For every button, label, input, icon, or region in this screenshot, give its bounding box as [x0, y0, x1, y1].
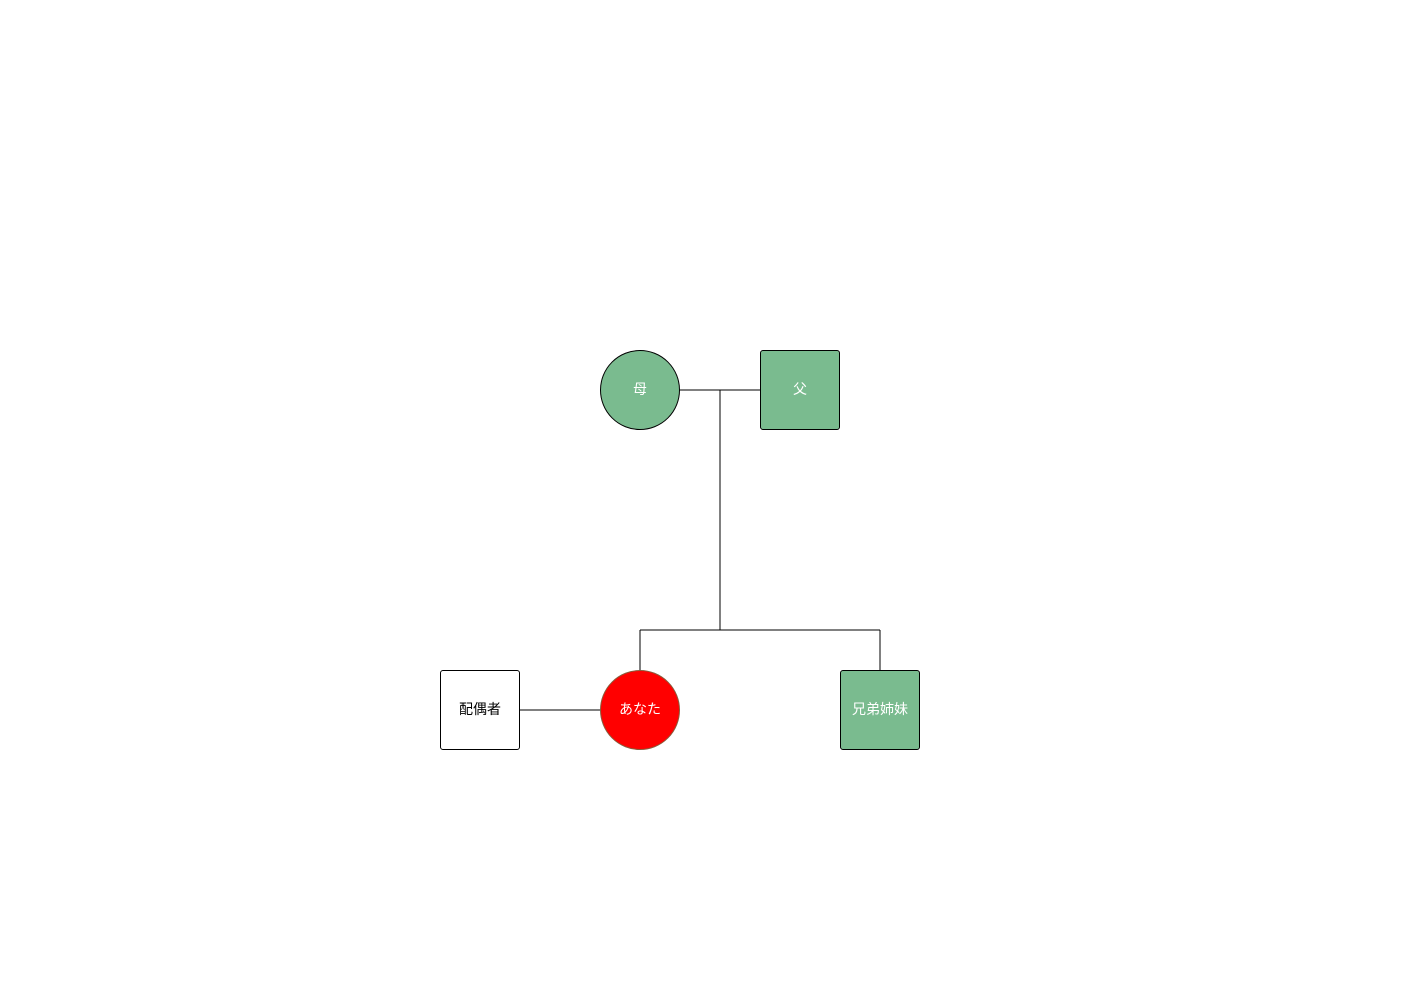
mother-node[interactable]: 母	[600, 350, 680, 430]
spouse-node[interactable]: 配偶者	[440, 670, 520, 750]
sibling-label: 兄弟姉妹	[852, 702, 908, 718]
mother-label: 母	[633, 382, 647, 398]
you-node[interactable]: あなた	[600, 670, 680, 750]
father-node[interactable]: 父	[760, 350, 840, 430]
you-label: あなた	[619, 702, 661, 718]
father-label: 父	[793, 382, 807, 398]
sibling-node[interactable]: 兄弟姉妹	[840, 670, 920, 750]
spouse-label: 配偶者	[459, 702, 501, 718]
